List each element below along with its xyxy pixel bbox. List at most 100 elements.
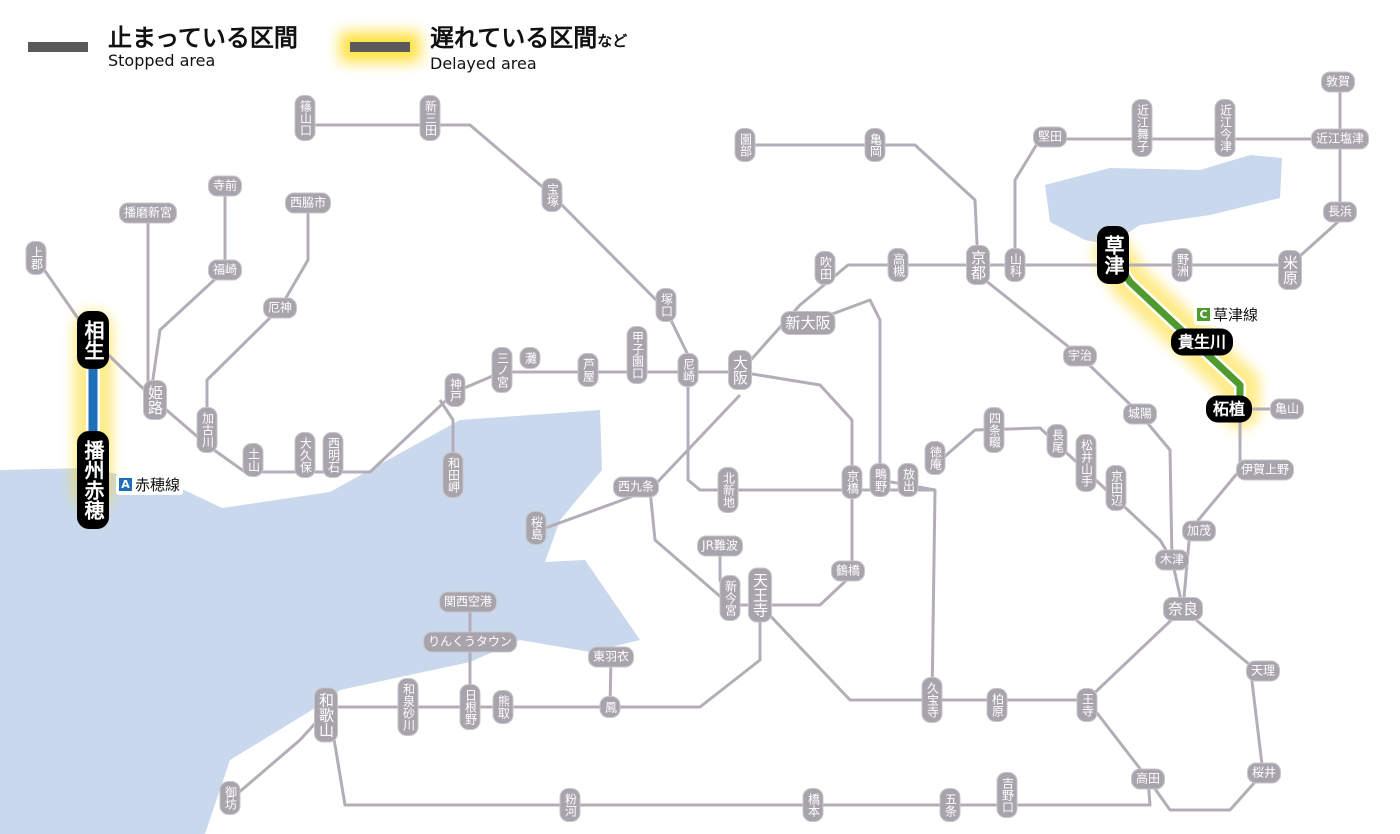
station-label[interactable]: 尼崎 — [677, 353, 699, 387]
station-label[interactable]: 加茂 — [1181, 520, 1217, 542]
station-label[interactable]: 粉河 — [559, 788, 581, 822]
station-label[interactable]: 亀岡 — [864, 128, 886, 162]
station-label[interactable]: りんくうタウン — [423, 631, 517, 653]
station-label[interactable]: 土山 — [242, 443, 264, 477]
station-label[interactable]: 王寺 — [1076, 688, 1098, 722]
station-label[interactable]: 亀山 — [1269, 398, 1305, 420]
station-label[interactable]: 芦屋 — [577, 353, 599, 387]
station-label[interactable]: 近江塩津 — [1310, 128, 1370, 150]
station-label[interactable]: 上郡 — [25, 241, 47, 275]
station-label[interactable]: 城陽 — [1122, 403, 1158, 425]
station-label[interactable]: 奈良 — [1162, 597, 1204, 621]
station-label[interactable]: 西九条 — [612, 476, 660, 498]
water-areas — [0, 155, 1282, 834]
station-label[interactable]: 園部 — [734, 128, 756, 162]
station-label[interactable]: 篠山口 — [294, 95, 316, 141]
station-label[interactable]: 大久保 — [294, 432, 316, 478]
station-label[interactable]: 徳庵 — [924, 441, 946, 475]
station-label[interactable]: 日根野 — [459, 684, 481, 730]
station-label[interactable]: 加古川 — [196, 407, 218, 453]
station-label[interactable]: 天理 — [1245, 660, 1281, 682]
station-label[interactable]: 柏原 — [986, 688, 1008, 722]
station-label[interactable]: 鳳 — [599, 696, 621, 718]
station-label[interactable]: 京橋 — [841, 465, 863, 499]
station-label[interactable]: 京田辺 — [1105, 465, 1127, 511]
water-area — [0, 770, 40, 834]
station-label[interactable]: 堅田 — [1032, 126, 1068, 148]
track-line — [934, 426, 1174, 561]
station-label[interactable]: 三ノ宮 — [491, 347, 513, 393]
station-label[interactable]: 神戸 — [444, 373, 466, 407]
station-label[interactable]: 近江今津 — [1214, 99, 1236, 157]
station-label[interactable]: 灘 — [519, 347, 541, 369]
station-label[interactable]: 北新地 — [717, 467, 739, 513]
station-label[interactable]: 桜井 — [1246, 762, 1282, 784]
station-label[interactable]: 塚口 — [655, 288, 677, 322]
station-label[interactable]: 西明石 — [322, 432, 344, 478]
station-label[interactable]: 新今宮 — [719, 575, 741, 621]
line-label-kusatsu[interactable]: C 草津線 — [1194, 304, 1262, 325]
station-label[interactable]: 久宝寺 — [921, 677, 943, 723]
station-label[interactable]: 福崎 — [207, 259, 243, 281]
station-label[interactable]: 野洲 — [1171, 248, 1193, 282]
station-label[interactable]: 近江舞子 — [1131, 99, 1153, 157]
station-label[interactable]: 和田岬 — [442, 452, 464, 498]
station-label[interactable]: 播州赤穂 — [77, 431, 109, 529]
station-label[interactable]: 和歌山 — [314, 687, 338, 743]
station-label[interactable]: 橋本 — [802, 788, 824, 822]
station-label[interactable]: 新大阪 — [780, 311, 836, 335]
track-line — [745, 143, 980, 266]
track-line — [807, 298, 937, 701]
legend-stopped: 止まっている区間 Stopped area — [28, 24, 298, 70]
station-label[interactable]: 柘植 — [1205, 395, 1253, 423]
station-label[interactable]: 四条畷 — [983, 407, 1005, 453]
station-label[interactable]: 大阪 — [728, 350, 752, 390]
line-label-ako[interactable]: A 赤穂線 — [116, 474, 184, 495]
station-label[interactable]: 寺前 — [207, 175, 243, 197]
delayed-label-suffix: など — [597, 32, 628, 50]
station-label[interactable]: 山科 — [1004, 248, 1026, 282]
station-label[interactable]: 新三田 — [419, 95, 441, 141]
station-label[interactable]: 熊取 — [492, 690, 514, 724]
stopped-label-en: Stopped area — [108, 51, 216, 70]
legend-delayed: 遅れている区間など Delayed area — [350, 24, 627, 73]
station-label[interactable]: 米原 — [1278, 250, 1302, 290]
track-line — [148, 186, 227, 401]
station-label[interactable]: 吹田 — [814, 251, 836, 285]
delayed-label-main: 遅れている区間 — [430, 24, 598, 52]
station-label[interactable]: 東羽衣 — [587, 646, 635, 668]
station-label[interactable]: 貴生川 — [1170, 328, 1234, 356]
station-label[interactable]: 木津 — [1154, 549, 1190, 571]
track-line — [229, 605, 762, 802]
station-label[interactable]: 和泉砂川 — [397, 678, 419, 736]
station-label[interactable]: 厄神 — [262, 297, 298, 319]
station-label[interactable]: 関西空港 — [438, 591, 498, 613]
station-label[interactable]: 五条 — [939, 788, 961, 822]
station-label[interactable]: 長尾 — [1046, 424, 1068, 458]
station-label[interactable]: 宇治 — [1062, 345, 1098, 367]
station-label[interactable]: 松井山手 — [1075, 434, 1097, 492]
station-label[interactable]: 播磨新宮 — [118, 202, 178, 224]
station-label[interactable]: 伊賀上野 — [1235, 459, 1295, 481]
station-label[interactable]: 鶴橋 — [830, 560, 866, 582]
station-label[interactable]: 吉野口 — [996, 772, 1018, 818]
stopped-swatch — [28, 42, 88, 52]
station-label[interactable]: 高槻 — [887, 248, 909, 282]
station-label[interactable]: 相生 — [77, 311, 109, 369]
station-label[interactable]: 宝塚 — [541, 178, 563, 212]
station-label[interactable]: 鴫野 — [869, 463, 891, 497]
station-label[interactable]: JR難波 — [697, 535, 743, 557]
station-label[interactable]: 桜島 — [525, 511, 547, 545]
station-label[interactable]: 西脇市 — [284, 192, 332, 214]
station-label[interactable]: 御坊 — [219, 781, 241, 815]
station-label[interactable]: 草津 — [1097, 226, 1129, 284]
station-label[interactable]: 甲子園口 — [626, 326, 648, 384]
station-label[interactable]: 高田 — [1130, 768, 1166, 790]
station-label[interactable]: 長浜 — [1322, 201, 1358, 223]
station-label[interactable]: 放出 — [897, 463, 919, 497]
station-label[interactable]: 天王寺 — [748, 567, 772, 623]
station-label[interactable]: 京都 — [966, 245, 990, 285]
station-label[interactable]: 姫路 — [143, 380, 167, 420]
kusatsu-line-name: 草津線 — [1213, 306, 1259, 324]
station-label[interactable]: 敦賀 — [1320, 71, 1356, 93]
